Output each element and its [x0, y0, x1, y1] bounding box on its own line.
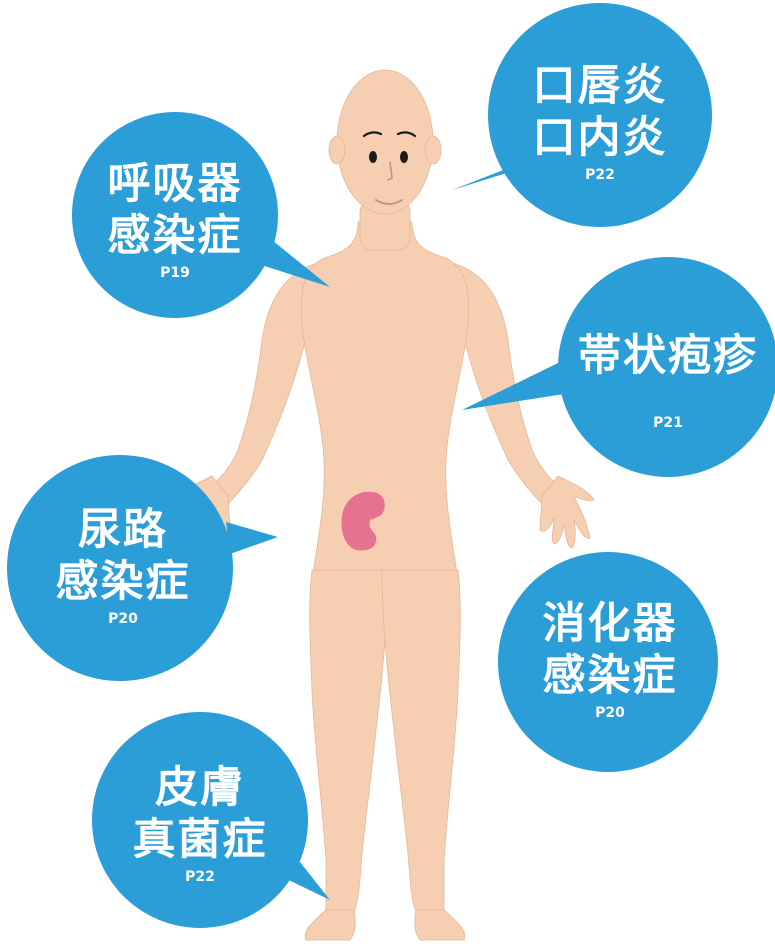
stomatitis-line-1: 口唇炎 — [510, 60, 690, 112]
head — [337, 70, 433, 214]
herpes-page[interactable]: P21 — [563, 414, 773, 432]
bubble-herpes-text: 帯状疱疹 P21 — [563, 330, 773, 432]
right-eye — [400, 151, 408, 163]
left-leg — [310, 570, 388, 916]
torso — [301, 222, 468, 580]
stomatitis-line-2: 口内炎 — [510, 112, 690, 164]
urinary-line-1: 尿路 — [28, 504, 218, 556]
digestive-line-1: 消化器 — [520, 598, 700, 650]
left-foot — [305, 910, 355, 940]
right-ear — [425, 136, 441, 164]
bubble-respiratory-text: 呼吸器 感染症 P19 — [85, 158, 265, 282]
herpes-line-1: 帯状疱疹 — [563, 330, 773, 382]
skin-page[interactable]: P22 — [110, 868, 290, 886]
bubble-urinary-text: 尿路 感染症 P20 — [28, 504, 218, 628]
left-ear — [329, 136, 345, 164]
skin-line-2: 真菌症 — [110, 814, 290, 866]
left-eye — [369, 151, 377, 163]
urinary-line-2: 感染症 — [28, 556, 218, 608]
respiratory-page[interactable]: P19 — [85, 264, 265, 282]
bubble-digestive-text: 消化器 感染症 P20 — [520, 598, 700, 722]
skin-line-1: 皮膚 — [110, 762, 290, 814]
bubble-skin-text: 皮膚 真菌症 P22 — [110, 762, 290, 886]
bubble-stomatitis-text: 口唇炎 口内炎 P22 — [510, 60, 690, 184]
digestive-line-2: 感染症 — [520, 650, 700, 702]
right-foot — [415, 910, 465, 940]
digestive-page[interactable]: P20 — [520, 704, 700, 722]
right-leg — [382, 570, 460, 916]
stomatitis-page[interactable]: P22 — [510, 166, 690, 184]
respiratory-line-2: 感染症 — [85, 210, 265, 262]
urinary-page[interactable]: P20 — [28, 610, 218, 628]
respiratory-line-1: 呼吸器 — [85, 158, 265, 210]
